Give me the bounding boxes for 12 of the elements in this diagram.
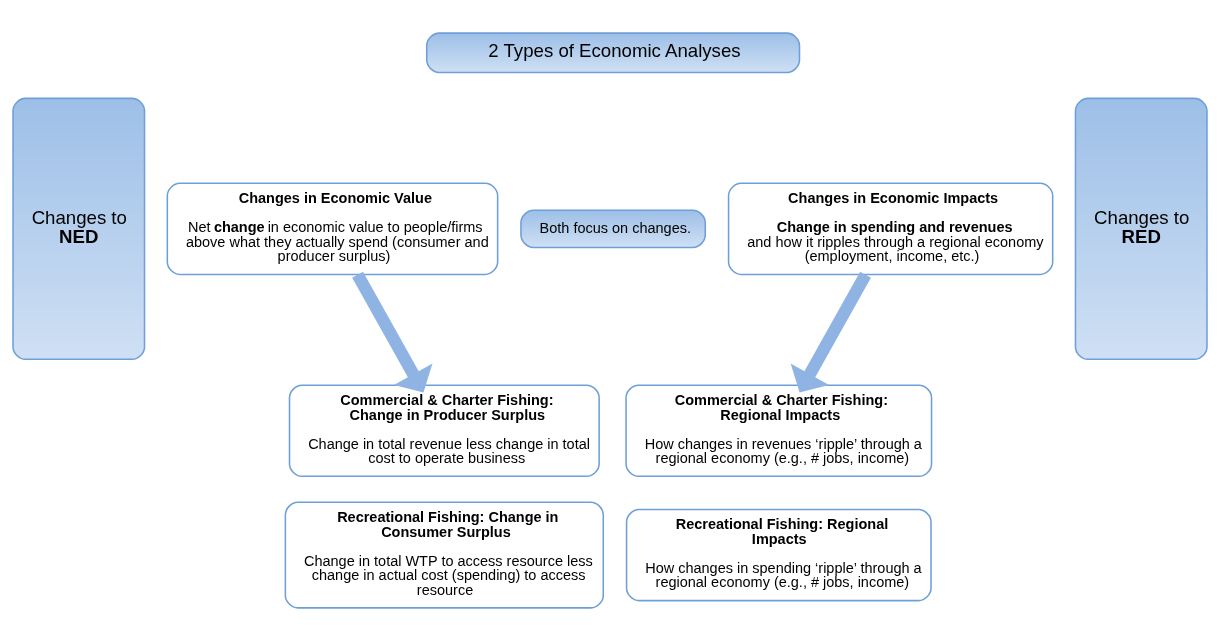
node-box: 2 Types of Economic Analyses (425, 31, 801, 73)
node-box: Changes to RED (1074, 97, 1208, 360)
node-box: Both focus on changes. (520, 208, 707, 248)
node-box: Changes in Economic Impacts Change in spending and revenues and how it ripples through a regional economy (employment, income, etc.) (727, 182, 1054, 275)
node-box: Recreational Fishing: Change in Consumer Surplus Change in total WTP to access resource less change in actual cost (spending) to access resource (284, 500, 605, 609)
node-box: Commercial & Charter Fishing: Change in Producer Surplus Change in total revenue less change in total cost to operate business (288, 383, 600, 477)
arrow (790, 271, 871, 393)
node-box: Commercial & Charter Fishing: Regional Impacts How changes in revenues ‘ripple’ through a regional economy (e.g., # jobs, income) (625, 383, 933, 477)
node-box: Changes to NED (12, 97, 146, 360)
node-box: Changes in Economic Value Net change in economic value to people/firms above what they actually spend (consumer and producer surplus) (166, 182, 499, 275)
arrow (352, 271, 433, 393)
node-box: Recreational Fishing: Regional Impacts How changes in spending ‘ripple’ through a regional economy (e.g., # jobs, income) (625, 508, 932, 601)
